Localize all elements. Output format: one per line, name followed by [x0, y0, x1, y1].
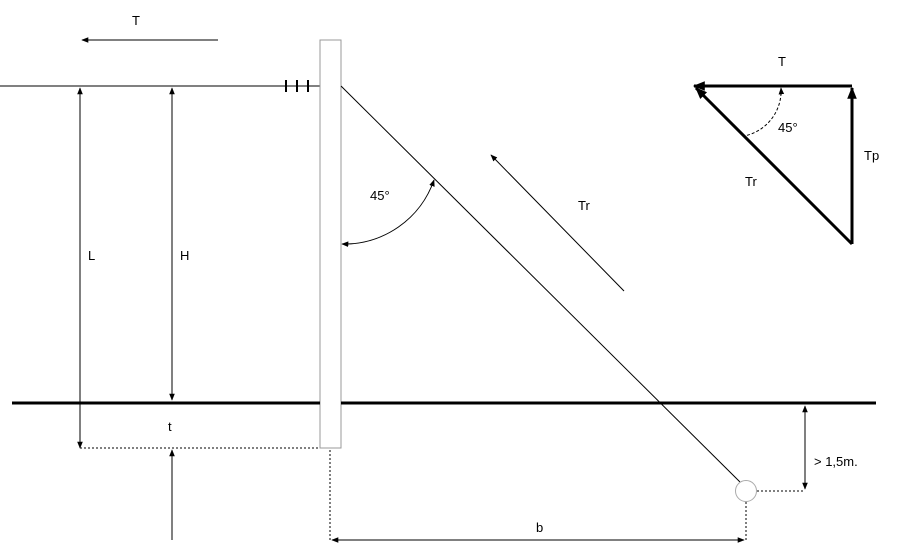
- guy-tension-arrow: [490, 154, 625, 292]
- angle-main-label: 45°: [370, 188, 390, 203]
- force-T-label: T: [778, 54, 786, 69]
- depth-t-label: t: [168, 419, 172, 434]
- force-Tr-vector: [694, 86, 854, 246]
- dimension-b-label: b: [536, 520, 543, 535]
- anchor: [735, 480, 757, 502]
- anchor-depth-label: > 1,5m.: [814, 454, 858, 469]
- force-angle-label: 45°: [778, 120, 798, 135]
- insulator-marks: [285, 80, 309, 92]
- guy-wire: [340, 85, 741, 483]
- dimension-H-label: H: [180, 248, 189, 263]
- tension-label: T: [132, 13, 140, 28]
- pole: [319, 39, 342, 449]
- guy-tension-label: Tr: [578, 198, 590, 213]
- force-angle-arc: [743, 87, 785, 137]
- angle-arc-main: [341, 179, 435, 247]
- force-Tr-label: Tr: [745, 174, 757, 189]
- force-triangle: T Tp Tr 45°: [692, 54, 879, 246]
- dimension-L-label: L: [88, 248, 95, 263]
- force-Tp-label: Tp: [864, 148, 879, 163]
